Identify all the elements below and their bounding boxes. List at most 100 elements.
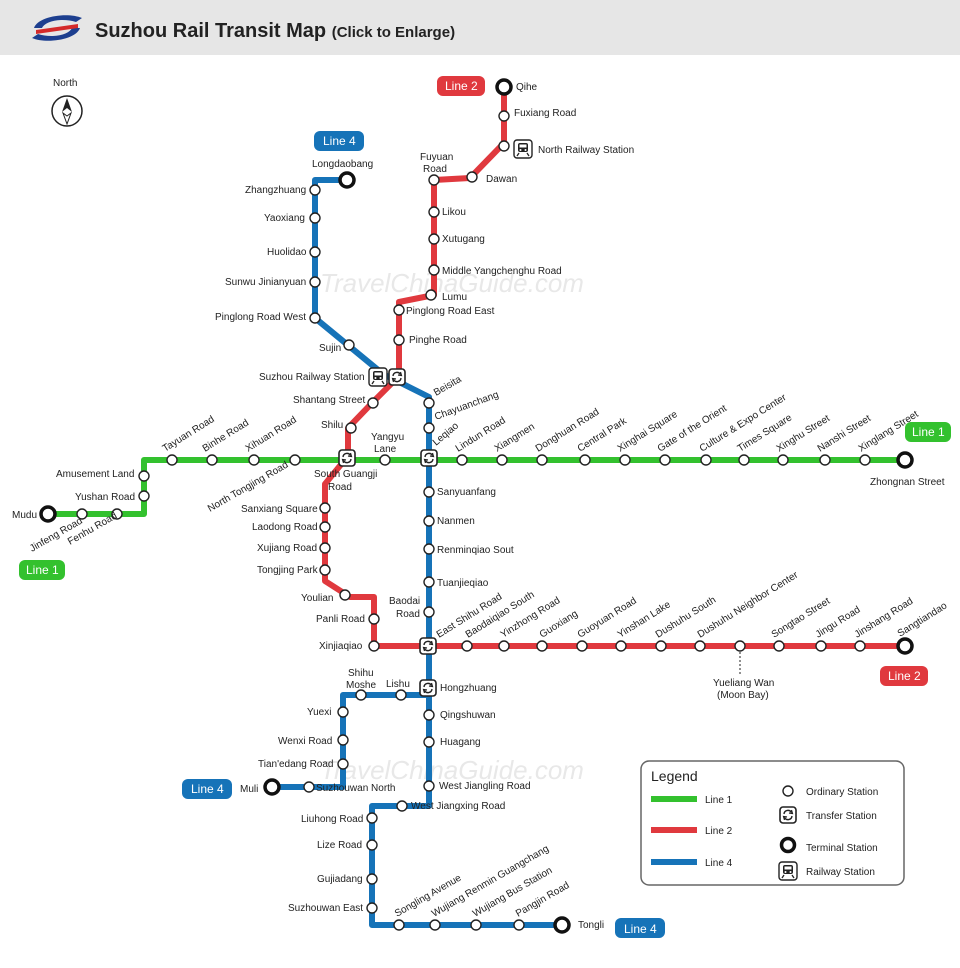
station-jinfeng-road[interactable] <box>76 508 88 520</box>
station-pinglong-road-west[interactable] <box>309 312 321 324</box>
station-culture-expo-center[interactable] <box>700 454 712 466</box>
transfer-hongzhuang-icon[interactable] <box>419 679 437 697</box>
station-huagang[interactable] <box>423 736 435 748</box>
station-pinghe-road[interactable] <box>393 334 405 346</box>
station-laodong-road[interactable] <box>319 521 331 533</box>
station-beisita[interactable] <box>423 397 435 409</box>
station-guoxiang[interactable] <box>536 640 548 652</box>
station-nanmen[interactable] <box>423 515 435 527</box>
station-sunwu-jinianyuan[interactable] <box>309 276 321 288</box>
station-fuxiang-road[interactable] <box>498 110 510 122</box>
station-suzhouwan-east[interactable] <box>366 902 378 914</box>
station-pangjin-road[interactable] <box>513 919 525 931</box>
station-tianedang-road[interactable] <box>337 758 349 770</box>
page-title[interactable]: Suzhou Rail Transit Map (Click to Enlarg… <box>95 20 455 43</box>
station-tayuan-road[interactable] <box>166 454 178 466</box>
station-huolidao[interactable] <box>309 246 321 258</box>
station-suzhouwan-north[interactable] <box>303 781 315 793</box>
transfer-xinjiaqiao-icon[interactable] <box>419 637 437 655</box>
line1-badge-right[interactable]: Line 1 <box>905 422 951 442</box>
station-xujiang-road[interactable] <box>319 542 331 554</box>
line4-badge-top[interactable]: Line 4 <box>314 131 364 151</box>
station-sanyuanfang[interactable] <box>423 486 435 498</box>
station-yueliang-wan[interactable] <box>734 640 746 652</box>
terminal-zhongnan-street[interactable] <box>896 451 914 469</box>
station-zhangzhuang[interactable] <box>309 184 321 196</box>
station-gate-of-the-orient[interactable] <box>659 454 671 466</box>
station-gujiadang[interactable] <box>366 873 378 885</box>
station-yinshan-lake[interactable] <box>615 640 627 652</box>
station-amusement-land[interactable] <box>138 470 150 482</box>
station-wujiang-renmin-guangchang[interactable] <box>429 919 441 931</box>
station-yuexi[interactable] <box>337 706 349 718</box>
terminal-qihe[interactable] <box>495 78 513 96</box>
station-wenxi-road[interactable] <box>337 734 349 746</box>
station-north-railway-station[interactable] <box>498 140 510 152</box>
station-renminqiao-south[interactable] <box>423 543 435 555</box>
station-sanxiang-square[interactable] <box>319 502 331 514</box>
station-binhe-road[interactable] <box>206 454 218 466</box>
station-songling-avenue[interactable] <box>393 919 405 931</box>
station-wujiang-bus-station[interactable] <box>470 919 482 931</box>
station-yaoxiang[interactable] <box>309 212 321 224</box>
station-north-tongjing-road[interactable] <box>289 454 301 466</box>
station-xihuan-road[interactable] <box>248 454 260 466</box>
line4-badge-bottom[interactable]: Line 4 <box>615 918 665 938</box>
transfer-suzhou-railway-station-icon[interactable] <box>388 368 406 386</box>
station-baodai-road[interactable] <box>423 606 435 618</box>
station-lumu[interactable] <box>425 289 437 301</box>
station-shihu-moshe[interactable] <box>355 689 367 701</box>
station-xinjiaqiao-l2[interactable] <box>368 640 380 652</box>
line2-badge-right[interactable]: Line 2 <box>880 666 928 686</box>
station-xiangmen[interactable] <box>496 454 508 466</box>
station-youlian[interactable] <box>339 589 351 601</box>
station-songtao-street[interactable] <box>773 640 785 652</box>
station-central-park[interactable] <box>579 454 591 466</box>
station-donghuan-road[interactable] <box>536 454 548 466</box>
station-chayuanchang[interactable] <box>423 422 435 434</box>
station-lindun-road[interactable] <box>456 454 468 466</box>
station-dushuhu-neighbor-center[interactable] <box>694 640 706 652</box>
terminal-tongli[interactable] <box>553 916 571 934</box>
station-sujin[interactable] <box>343 339 355 351</box>
line2-badge-top[interactable]: Line 2 <box>437 76 485 96</box>
transfer-south-guangji-road-icon[interactable] <box>338 449 356 467</box>
line4-badge-left[interactable]: Line 4 <box>182 779 232 799</box>
terminal-mudu[interactable] <box>39 505 57 523</box>
station-panli-road[interactable] <box>368 613 380 625</box>
transfer-leqiao-icon[interactable] <box>420 449 438 467</box>
station-guoyuan-road[interactable] <box>576 640 588 652</box>
station-xutugang[interactable] <box>428 233 440 245</box>
station-yushan-road[interactable] <box>138 490 150 502</box>
station-fuyuan-road[interactable] <box>428 174 440 186</box>
station-west-jiangling-road[interactable] <box>423 780 435 792</box>
station-dushuhu-south[interactable] <box>655 640 667 652</box>
station-liuhong-road[interactable] <box>366 812 378 824</box>
station-xinghai-square[interactable] <box>619 454 631 466</box>
station-shantang-street[interactable] <box>367 397 379 409</box>
station-jinshang-road[interactable] <box>854 640 866 652</box>
line1-badge-left[interactable]: Line 1 <box>19 560 65 580</box>
terminal-longdaobang[interactable] <box>338 171 356 189</box>
station-jingu-road[interactable] <box>815 640 827 652</box>
terminal-muli[interactable] <box>263 778 281 796</box>
station-pinglong-road-east[interactable] <box>393 304 405 316</box>
station-middle-yangchenghu-road[interactable] <box>428 264 440 276</box>
station-fenhu-road[interactable] <box>111 508 123 520</box>
station-yinzhong-road[interactable] <box>498 640 510 652</box>
station-tongjing-park[interactable] <box>319 564 331 576</box>
station-times-square[interactable] <box>738 454 750 466</box>
station-baodaiqiao-south[interactable] <box>461 640 473 652</box>
station-xinghu-street[interactable] <box>777 454 789 466</box>
station-west-jiangxing-road[interactable] <box>396 800 408 812</box>
station-xinglang-street[interactable] <box>859 454 871 466</box>
station-lize-road[interactable] <box>366 839 378 851</box>
station-likou[interactable] <box>428 206 440 218</box>
station-qingshuwan[interactable] <box>423 709 435 721</box>
station-tuanjieqiao[interactable] <box>423 576 435 588</box>
terminal-sangtiandao[interactable] <box>896 637 914 655</box>
station-yangyu-lane[interactable] <box>379 454 391 466</box>
station-nanshi-street[interactable] <box>819 454 831 466</box>
station-lishu[interactable] <box>395 689 407 701</box>
station-dawan[interactable] <box>466 171 478 183</box>
